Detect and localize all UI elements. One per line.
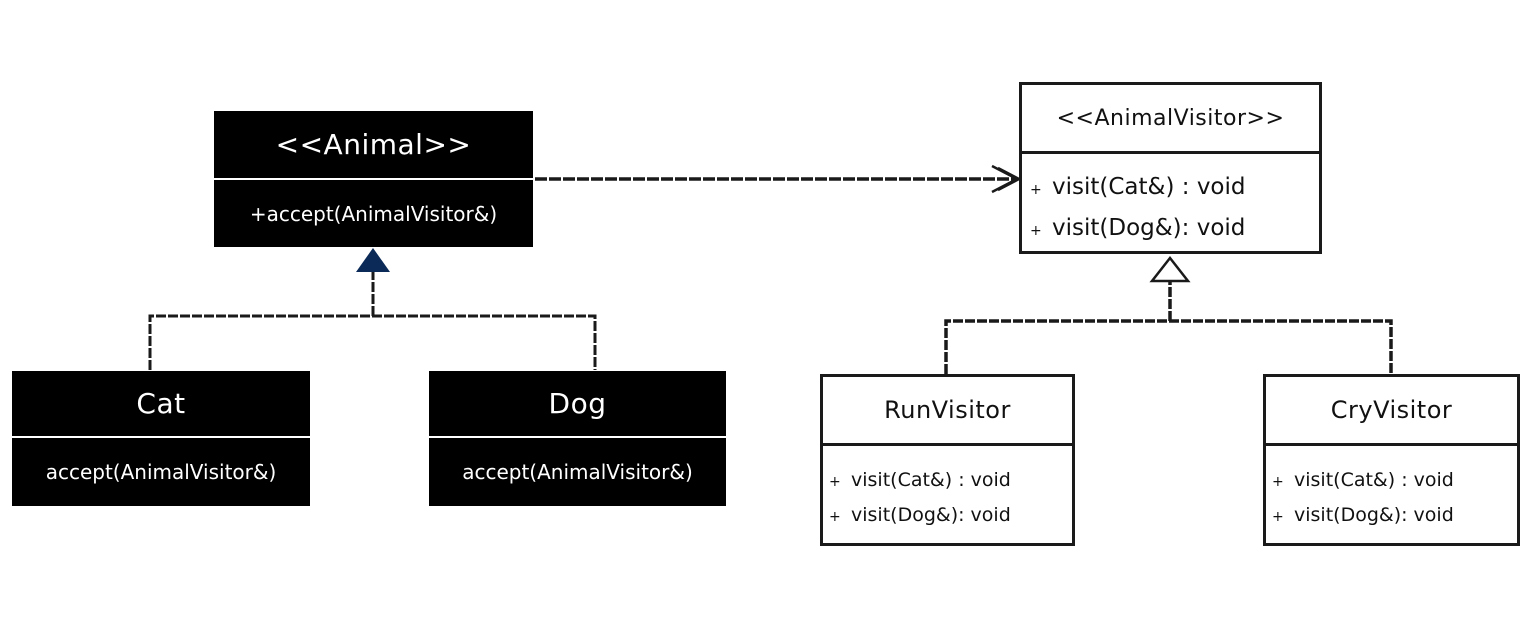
animal-visitor-interface-box[interactable]: <<AnimalVisitor>> +visit(Cat&) : void +v… (1019, 82, 1322, 254)
dog-class-title: Dog (548, 387, 607, 420)
cat-class-methods: accept(AnimalVisitor&) (12, 438, 310, 494)
animal-inheritance-arrowhead (356, 248, 390, 272)
cat-accept-method: accept(AnimalVisitor&) (45, 460, 277, 484)
animal-accept-method: +accept(AnimalVisitor&) (249, 202, 498, 226)
run-visitor-operations: +visit(Cat&) : void +visit(Dog&): void (823, 446, 1072, 534)
animal-visitor-visit-dog: +visit(Dog&): void (1030, 215, 1246, 241)
animal-visitor-operations: +visit(Cat&) : void +visit(Dog&): void (1022, 154, 1319, 250)
visitor-inheritance-connector (944, 282, 1393, 374)
dog-accept-method: accept(AnimalVisitor&) (462, 460, 693, 484)
dog-class-methods: accept(AnimalVisitor&) (429, 438, 726, 494)
run-visitor-title-section: RunVisitor (823, 377, 1072, 446)
animal-class-title: <<Animal>> (275, 128, 472, 161)
dog-class-title-section: Dog (429, 371, 726, 438)
cat-class-box[interactable]: Cat accept(AnimalVisitor&) (12, 371, 310, 506)
animal-class-title-section: <<Animal>> (214, 111, 533, 180)
run-visitor-visit-cat: +visit(Cat&) : void (829, 469, 1011, 491)
cry-visitor-operations: +visit(Cat&) : void +visit(Dog&): void (1266, 446, 1517, 534)
cry-visitor-visit-dog: +visit(Dog&): void (1272, 504, 1454, 526)
cat-class-title: Cat (136, 387, 186, 420)
cry-visitor-title: CryVisitor (1330, 396, 1453, 424)
dog-class-box[interactable]: Dog accept(AnimalVisitor&) (429, 371, 726, 506)
animal-visitor-title-section: <<AnimalVisitor>> (1022, 85, 1319, 154)
cat-class-title-section: Cat (12, 371, 310, 438)
animal-class-methods: +accept(AnimalVisitor&) (214, 180, 533, 236)
animal-visitor-visit-cat: +visit(Cat&) : void (1030, 174, 1246, 200)
animal-inheritance-connector (148, 272, 597, 370)
cry-visitor-visit-cat: +visit(Cat&) : void (1272, 469, 1454, 491)
cry-visitor-title-section: CryVisitor (1266, 377, 1517, 446)
cry-visitor-class-box[interactable]: CryVisitor +visit(Cat&) : void +visit(Do… (1263, 374, 1520, 546)
run-visitor-title: RunVisitor (884, 396, 1011, 424)
animal-class-box[interactable]: <<Animal>> +accept(AnimalVisitor&) (214, 111, 533, 247)
animal-visitor-title: <<AnimalVisitor>> (1056, 105, 1285, 131)
run-visitor-visit-dog: +visit(Dog&): void (829, 504, 1011, 526)
run-visitor-class-box[interactable]: RunVisitor +visit(Cat&) : void +visit(Do… (820, 374, 1075, 546)
visitor-inheritance-arrowhead (1149, 255, 1191, 283)
